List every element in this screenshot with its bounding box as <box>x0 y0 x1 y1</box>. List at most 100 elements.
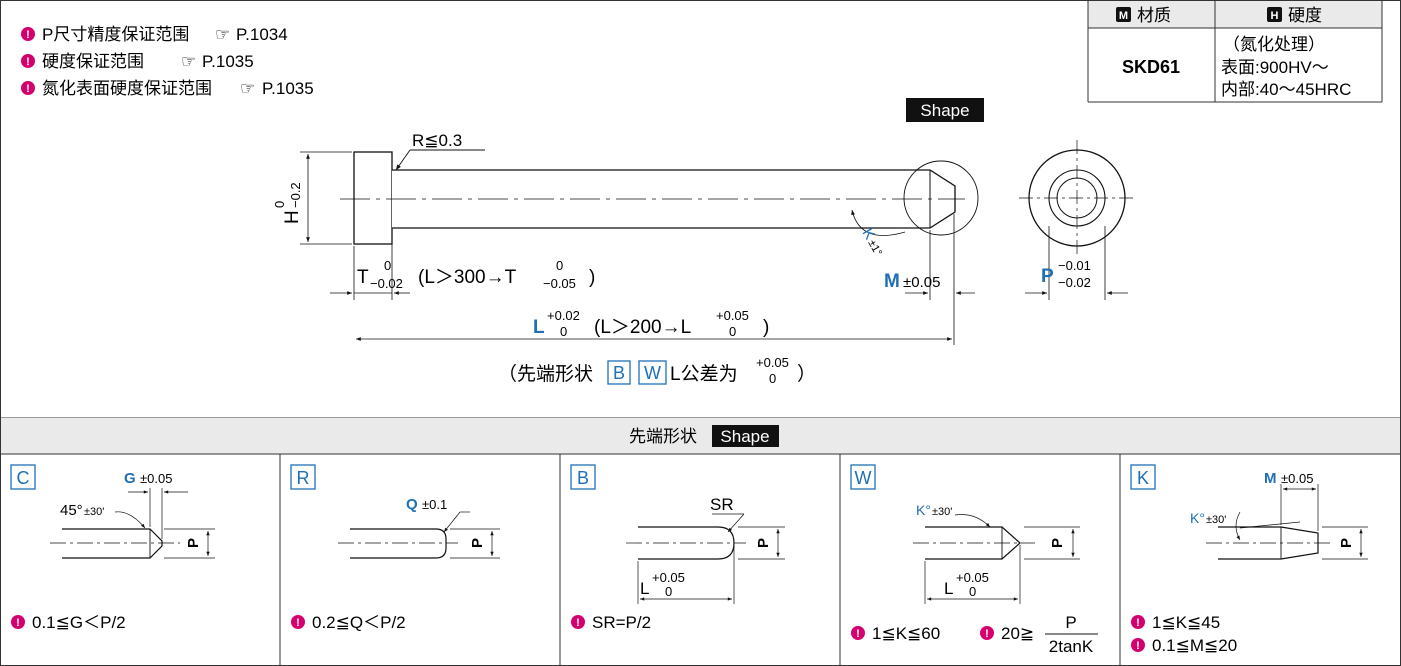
svg-text:−0.2: −0.2 <box>288 182 303 208</box>
radius-label: R≦0.3 <box>412 131 462 150</box>
shape-c-cell[interactable]: C G ±0.05 45° ±30' P ! 0.1≦G＜P/2 <box>10 464 215 632</box>
svg-text:!: ! <box>1136 640 1140 652</box>
svg-text:K: K <box>1137 468 1149 488</box>
material-badge-icon <box>1116 7 1131 22</box>
shape-k-code-badge <box>1130 464 1156 490</box>
svg-text:L公差为: L公差为 <box>670 363 738 385</box>
material-header: 材质 <box>1137 6 1171 25</box>
svg-text:W: W <box>644 363 661 383</box>
svg-text:): ) <box>589 267 595 288</box>
shape-c-condition: 0.1≦G＜P/2 <box>32 613 126 632</box>
svg-text:0: 0 <box>729 324 736 339</box>
hardness-line: 内部:40～45HRC <box>1221 80 1351 99</box>
svg-text:P: P <box>469 538 486 548</box>
material-value: SKD61 <box>1122 57 1180 77</box>
svg-text:!: ! <box>26 56 30 68</box>
shape-w-cell[interactable]: W K° ±30' L +0.05 0 P ! 1≦K≦60 ! 20≧ P 2… <box>850 464 1098 656</box>
note-ref[interactable]: P.1035 <box>202 52 254 71</box>
svg-text:±30': ±30' <box>932 506 952 518</box>
svg-text:!: ! <box>26 29 30 41</box>
m-dimension-label: M ±0.05 <box>884 271 940 292</box>
svg-text:!: ! <box>856 628 860 640</box>
shape-c-code-badge <box>10 464 36 490</box>
note-ref[interactable]: P.1035 <box>262 79 314 98</box>
svg-text:M: M <box>884 271 900 292</box>
hardness-badge-icon <box>1267 7 1282 22</box>
svg-text:P: P <box>755 538 772 548</box>
shape-section-header <box>1 418 1400 454</box>
svg-text:0: 0 <box>560 324 567 339</box>
svg-text:!: ! <box>26 83 30 95</box>
spec-table: M 材质 H 硬度 SKD61 （氮化处理） 表面:900HV～ 内部:40～4… <box>1087 1 1383 103</box>
svg-text:C: C <box>17 468 30 488</box>
svg-text:0: 0 <box>769 371 776 386</box>
svg-text:T: T <box>357 267 369 288</box>
svg-text:M: M <box>1264 470 1277 487</box>
svg-text:+0.05: +0.05 <box>652 570 685 585</box>
svg-text:+0.05: +0.05 <box>716 308 749 323</box>
svg-text:H: H <box>1271 10 1279 22</box>
svg-text:±30': ±30' <box>1206 514 1226 526</box>
note-text: 氮化表面硬度保证范围 <box>42 79 212 98</box>
pointing-hand-icon: ☞ <box>215 25 230 44</box>
shape-w-code-badge <box>850 464 876 490</box>
shape-k-cell[interactable]: K M ±0.05 K° ±30' P ! 1≦K≦45 ! 0.1≦M≦20 <box>1130 464 1368 655</box>
svg-text:!: ! <box>1136 617 1140 629</box>
caution-icon <box>11 615 25 629</box>
svg-text:(L＞300→T: (L＞300→T <box>418 267 517 288</box>
svg-text:±0.05: ±0.05 <box>1281 471 1313 486</box>
notes-list: ! P尺寸精度保证范围 ☞ P.1034 ! 硬度保证范围 ☞ P.1035 !… <box>21 25 314 98</box>
svg-text:K°: K° <box>916 502 931 518</box>
svg-text:L: L <box>533 317 545 338</box>
svg-text:0: 0 <box>384 258 391 273</box>
caution-icon <box>21 27 35 41</box>
caution-icon <box>851 626 865 640</box>
k-angle-label: K ±1° <box>859 226 885 259</box>
shape-section-tag <box>712 425 779 447</box>
caution-icon <box>291 615 305 629</box>
detail-circle <box>903 160 979 236</box>
hardness-header: 硬度 <box>1288 6 1322 25</box>
caution-icon <box>21 54 35 68</box>
svg-text:−0.05: −0.05 <box>543 276 576 291</box>
spec-table-header <box>1088 1 1382 28</box>
caution-icon <box>1131 615 1145 629</box>
pointing-hand-icon: ☞ <box>181 52 196 71</box>
shape-tag <box>906 98 984 122</box>
pin-head <box>353 151 393 245</box>
svg-text:±0.1: ±0.1 <box>422 497 447 512</box>
shape-b-code-badge <box>570 464 596 490</box>
tip-tolerance-note: （先端形状 B W L公差为 +0.05 0 ） <box>498 355 816 386</box>
svg-text:P: P <box>1065 613 1076 632</box>
svg-text:!: ! <box>16 617 20 629</box>
svg-text:(L＞200→L: (L＞200→L <box>594 317 691 338</box>
svg-text:P: P <box>1338 538 1355 548</box>
p-dimension-label: P −0.01 −0.02 <box>1041 258 1091 290</box>
shape-k-condition: 0.1≦M≦20 <box>1152 636 1237 655</box>
svg-text:H: H <box>282 210 303 224</box>
svg-text:B: B <box>577 468 589 488</box>
l-dimension-label: L +0.02 0 (L＞200→L +0.05 0 ) <box>533 308 769 339</box>
caution-icon <box>571 615 585 629</box>
main-pin-drawing <box>300 149 979 345</box>
shape-r-cell[interactable]: R Q ±0.1 P ! 0.2≦Q＜P/2 <box>290 464 500 632</box>
svg-text:+0.05: +0.05 <box>956 570 989 585</box>
pointing-hand-icon: ☞ <box>240 79 255 98</box>
svg-text:−0.01: −0.01 <box>1058 258 1091 273</box>
svg-text:!: ! <box>576 617 580 629</box>
svg-text:）: ） <box>797 363 816 385</box>
shape-b-condition: SR=P/2 <box>592 613 651 632</box>
note-ref[interactable]: P.1034 <box>236 25 288 44</box>
svg-text:L: L <box>640 579 649 598</box>
svg-text:+0.05: +0.05 <box>756 355 789 370</box>
svg-text:（先端形状: （先端形状 <box>498 363 593 385</box>
shape-k-condition: 1≦K≦45 <box>1152 613 1220 632</box>
svg-text:Q: Q <box>406 496 418 513</box>
shape-w-badge <box>638 360 667 385</box>
svg-text:0: 0 <box>272 201 287 208</box>
hardness-line: （氮化处理） <box>1223 35 1325 54</box>
shape-w-condition: 1≦K≦60 <box>872 624 940 643</box>
shape-b-cell[interactable]: B SR L +0.05 0 P ! SR=P/2 <box>570 464 785 632</box>
